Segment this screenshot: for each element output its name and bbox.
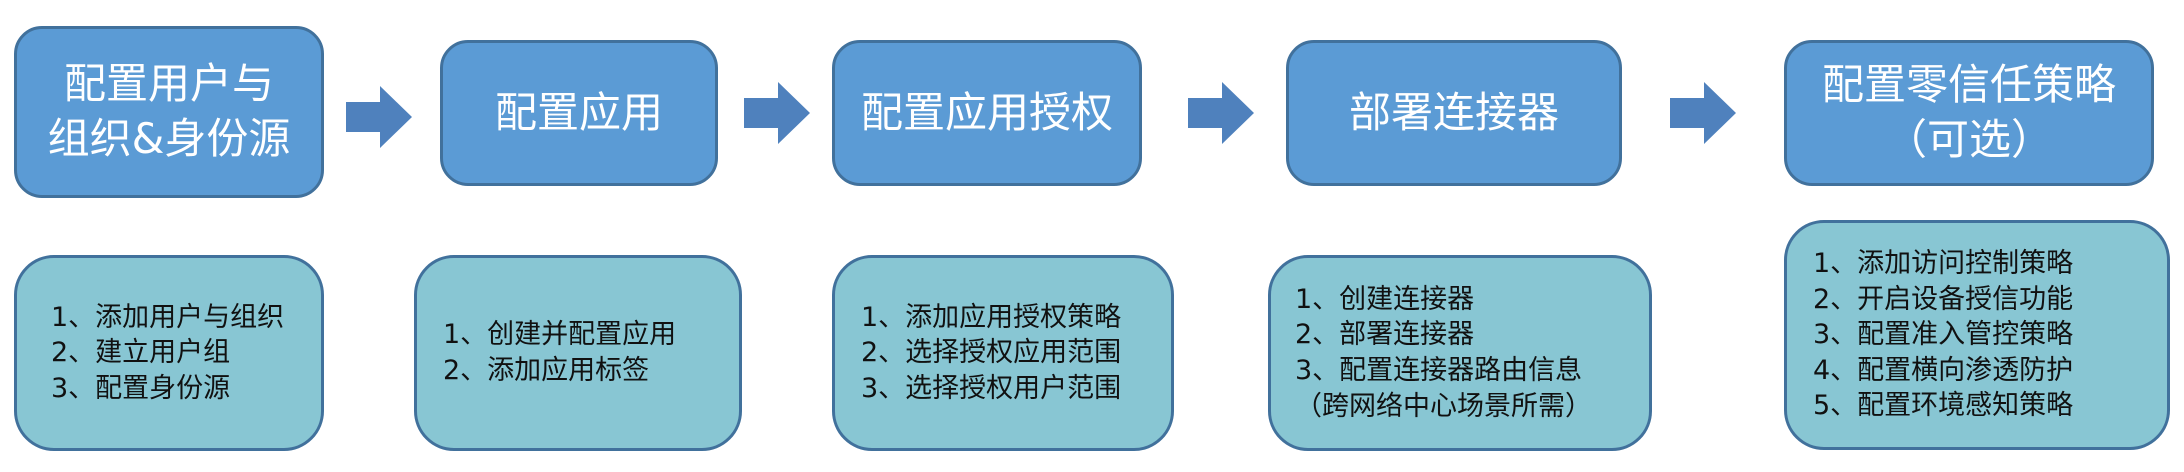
step-3-details: 1、添加应用授权策略 2、选择授权应用范围 3、选择授权用户范围 bbox=[832, 255, 1174, 451]
step-5-item: 3、配置准入管控策略 bbox=[1813, 319, 2074, 351]
step-2-box: 配置应用 bbox=[440, 40, 718, 186]
step-1-item: 2、建立用户组 bbox=[51, 337, 231, 369]
step-2-details: 1、创建并配置应用 2、添加应用标签 bbox=[414, 255, 742, 451]
step-5-item: 1、添加访问控制策略 bbox=[1813, 247, 2074, 279]
step-3-item: 1、添加应用授权策略 bbox=[861, 301, 1122, 333]
step-2-item: 2、添加应用标签 bbox=[443, 355, 650, 386]
step-3-box: 配置应用授权 bbox=[832, 40, 1142, 186]
step-5-item: 5、配置环境感知策略 bbox=[1813, 390, 2074, 422]
step-3-item: 3、选择授权用户范围 bbox=[861, 372, 1122, 404]
step-1-item: 1、添加用户与组织 bbox=[51, 301, 285, 333]
step-1-details: 1、添加用户与组织 2、建立用户组 3、配置身份源 bbox=[14, 255, 324, 451]
arrow-4-icon bbox=[1670, 82, 1736, 144]
arrow-1-icon bbox=[346, 86, 412, 148]
step-4-item: 1、创建连接器 bbox=[1295, 283, 1475, 315]
step-2-item: 1、创建并配置应用 bbox=[443, 319, 677, 351]
step-1-box: 配置用户与 组织&身份源 bbox=[14, 26, 324, 198]
step-4-details: 1、创建连接器 2、部署连接器 3、配置连接器路由信息 （跨网络中心场景所需） bbox=[1268, 255, 1652, 451]
step-4-box: 部署连接器 bbox=[1286, 40, 1622, 186]
step-5-box: 配置零信任策略 （可选） bbox=[1784, 40, 2154, 186]
step-1-item: 3、配置身份源 bbox=[51, 372, 231, 404]
step-4-item: 2、部署连接器 bbox=[1295, 319, 1475, 351]
arrow-3-icon bbox=[1188, 82, 1254, 144]
step-3-item: 2、选择授权应用范围 bbox=[861, 337, 1122, 369]
arrow-2-icon bbox=[744, 82, 810, 144]
step-5-item: 2、开启设备授信功能 bbox=[1813, 283, 2074, 315]
step-5-item: 4、配置横向渗透防护 bbox=[1813, 354, 2074, 386]
step-4-item: 3、配置连接器路由信息 bbox=[1295, 355, 1583, 386]
step-5-details: 1、添加访问控制策略 2、开启设备授信功能 3、配置准入管控策略 4、配置横向渗… bbox=[1784, 220, 2170, 450]
step-4-item: （跨网络中心场景所需） bbox=[1295, 390, 1592, 422]
